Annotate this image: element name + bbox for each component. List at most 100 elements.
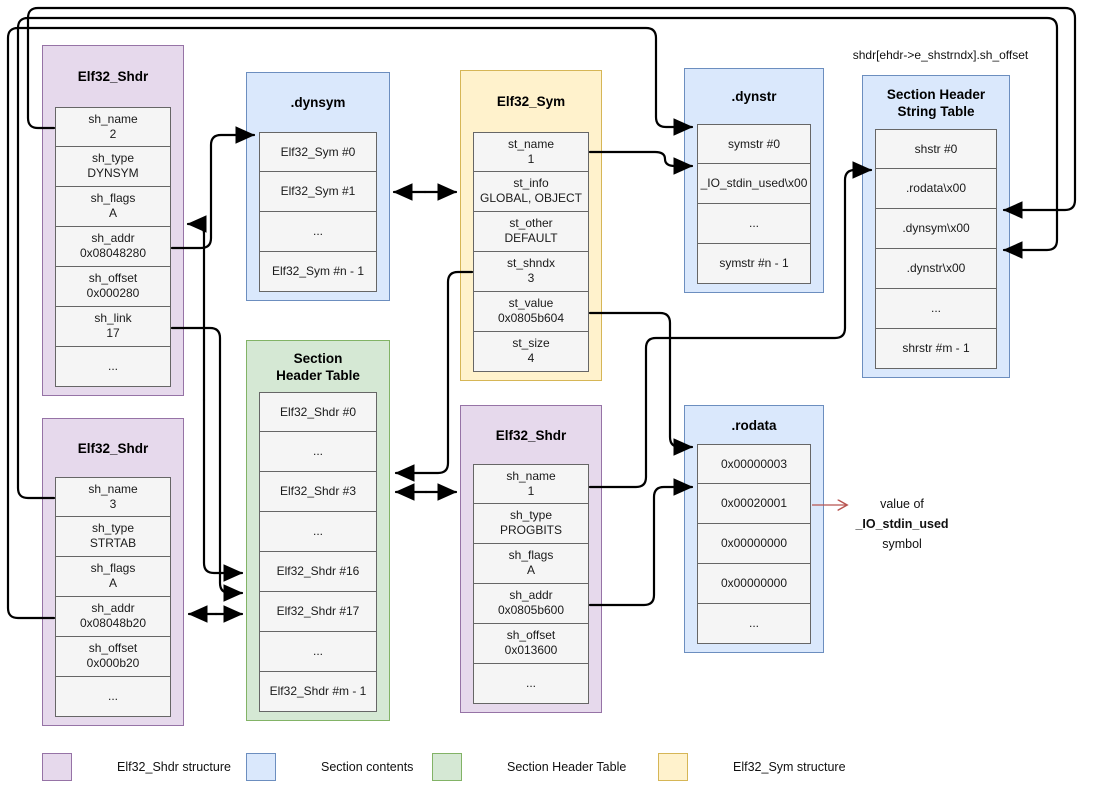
legend-swatch-green bbox=[432, 753, 462, 781]
table-row: ... bbox=[55, 675, 171, 717]
table-row: ... bbox=[55, 345, 171, 387]
table-row: Elf32_Shdr #0 bbox=[259, 392, 377, 432]
row-label: st_other bbox=[509, 216, 553, 231]
row-label: sh_flags bbox=[508, 548, 554, 563]
row-label: sh_offset bbox=[506, 628, 556, 643]
table-row: _IO_stdin_used\x00 bbox=[697, 162, 811, 204]
box-title: .dynstr bbox=[731, 89, 777, 104]
legend-swatch-blue bbox=[246, 753, 276, 781]
legend-swatch-yellow bbox=[658, 753, 688, 781]
table-row: Elf32_Sym #n - 1 bbox=[259, 250, 377, 292]
table-row: 0x00020001 bbox=[697, 482, 811, 524]
legend-item-elf32-sym: Elf32_Sym structure bbox=[658, 753, 846, 781]
annotation-line3: symbol bbox=[882, 537, 922, 551]
row-value: A bbox=[108, 576, 117, 591]
row-label: .rodata\x00 bbox=[905, 180, 967, 195]
row-label: symstr #n - 1 bbox=[719, 255, 789, 270]
table-row: ... bbox=[259, 510, 377, 552]
row-value: 1 bbox=[527, 484, 535, 498]
legend-item-section-contents: Section contents bbox=[246, 753, 413, 781]
row-label: Elf32_Shdr #m - 1 bbox=[269, 683, 367, 698]
row-value: 0x000b20 bbox=[86, 656, 140, 671]
table-row: Elf32_Sym #0 bbox=[259, 132, 377, 172]
row-value: PROGBITS bbox=[499, 523, 562, 538]
row-label: sh_flags bbox=[90, 561, 136, 576]
table-row: ... bbox=[259, 210, 377, 252]
legend-label: Section Header Table bbox=[507, 760, 627, 774]
arrow-shaddr-dynsym-to-dynsym-contents bbox=[170, 126, 256, 250]
table-row: ... bbox=[875, 287, 997, 329]
table-row: Elf32_Shdr #m - 1 bbox=[259, 670, 377, 712]
row-value: 3 bbox=[527, 271, 535, 286]
row-label: sh_name bbox=[88, 482, 138, 496]
annotation-symbol-name: _IO_stdin_used bbox=[855, 517, 949, 531]
row-label: sh_name bbox=[88, 112, 138, 126]
arrow-shdr16-link-left bbox=[186, 215, 207, 402]
row-label: Elf32_Shdr #3 bbox=[279, 483, 357, 498]
row-label: .dynsym\x00 bbox=[902, 220, 970, 235]
row-label: symstr #0 bbox=[727, 136, 780, 151]
table-row: ... bbox=[697, 202, 811, 244]
shstrndx-offset-label: shdr[ehdr->e_shstrndx].sh_offset bbox=[852, 48, 1029, 62]
row-label: shrstr #m - 1 bbox=[902, 340, 970, 355]
row-value: DEFAULT bbox=[504, 231, 558, 246]
legend-item-section-header-table: Section Header Table bbox=[432, 753, 626, 781]
row-label: ... bbox=[312, 643, 323, 658]
table-row: symstr #n - 1 bbox=[697, 242, 811, 284]
row-label: sh_offset bbox=[88, 641, 138, 656]
table-row: Elf32_Sym #1 bbox=[259, 170, 377, 212]
row-value: 0x0805b604 bbox=[497, 311, 565, 326]
table-row: .dynsym\x00 bbox=[875, 207, 997, 249]
box-rows: 0x00000003 0x00020001 0x00000000 0x00000… bbox=[697, 444, 811, 644]
row-label: Elf32_Sym #1 bbox=[280, 183, 356, 198]
row-label: ... bbox=[312, 223, 323, 238]
legend-label: Elf32_Sym structure bbox=[733, 760, 846, 774]
row-value: 0x08048280 bbox=[79, 246, 147, 261]
row-label: sh_addr bbox=[91, 601, 135, 616]
row-label: 0x00020001 bbox=[720, 495, 788, 510]
annotation-line1: value of bbox=[880, 497, 924, 511]
row-label: Elf32_Shdr #0 bbox=[279, 404, 357, 419]
legend: Elf32_Shdr structure Section contents Se… bbox=[0, 753, 1095, 783]
box-title-line1: Section Header bbox=[886, 86, 986, 102]
row-label: 0x00000000 bbox=[720, 575, 788, 590]
row-label: shstr #0 bbox=[914, 141, 958, 156]
row-label: sh_addr bbox=[91, 231, 135, 246]
row-value: GLOBAL, OBJECT bbox=[479, 191, 583, 206]
row-value: 0x013600 bbox=[504, 643, 558, 658]
box-title: Elf32_Sym bbox=[496, 94, 566, 109]
row-label: st_name bbox=[507, 137, 555, 151]
row-label: 0x00000003 bbox=[720, 456, 788, 471]
row-value: 2 bbox=[109, 127, 117, 141]
row-label: st_shndx bbox=[506, 256, 556, 271]
table-row: Elf32_Shdr #3 bbox=[259, 470, 377, 512]
row-label: st_value bbox=[508, 296, 554, 311]
table-row: ... bbox=[259, 630, 377, 672]
row-value: A bbox=[108, 206, 117, 221]
row-value: 3 bbox=[109, 497, 117, 511]
arrow-stname-to-dynstr-string bbox=[588, 150, 694, 175]
row-value: 17 bbox=[106, 326, 120, 341]
row-label: ... bbox=[107, 358, 118, 373]
box-title: Elf32_Shdr bbox=[77, 69, 149, 84]
